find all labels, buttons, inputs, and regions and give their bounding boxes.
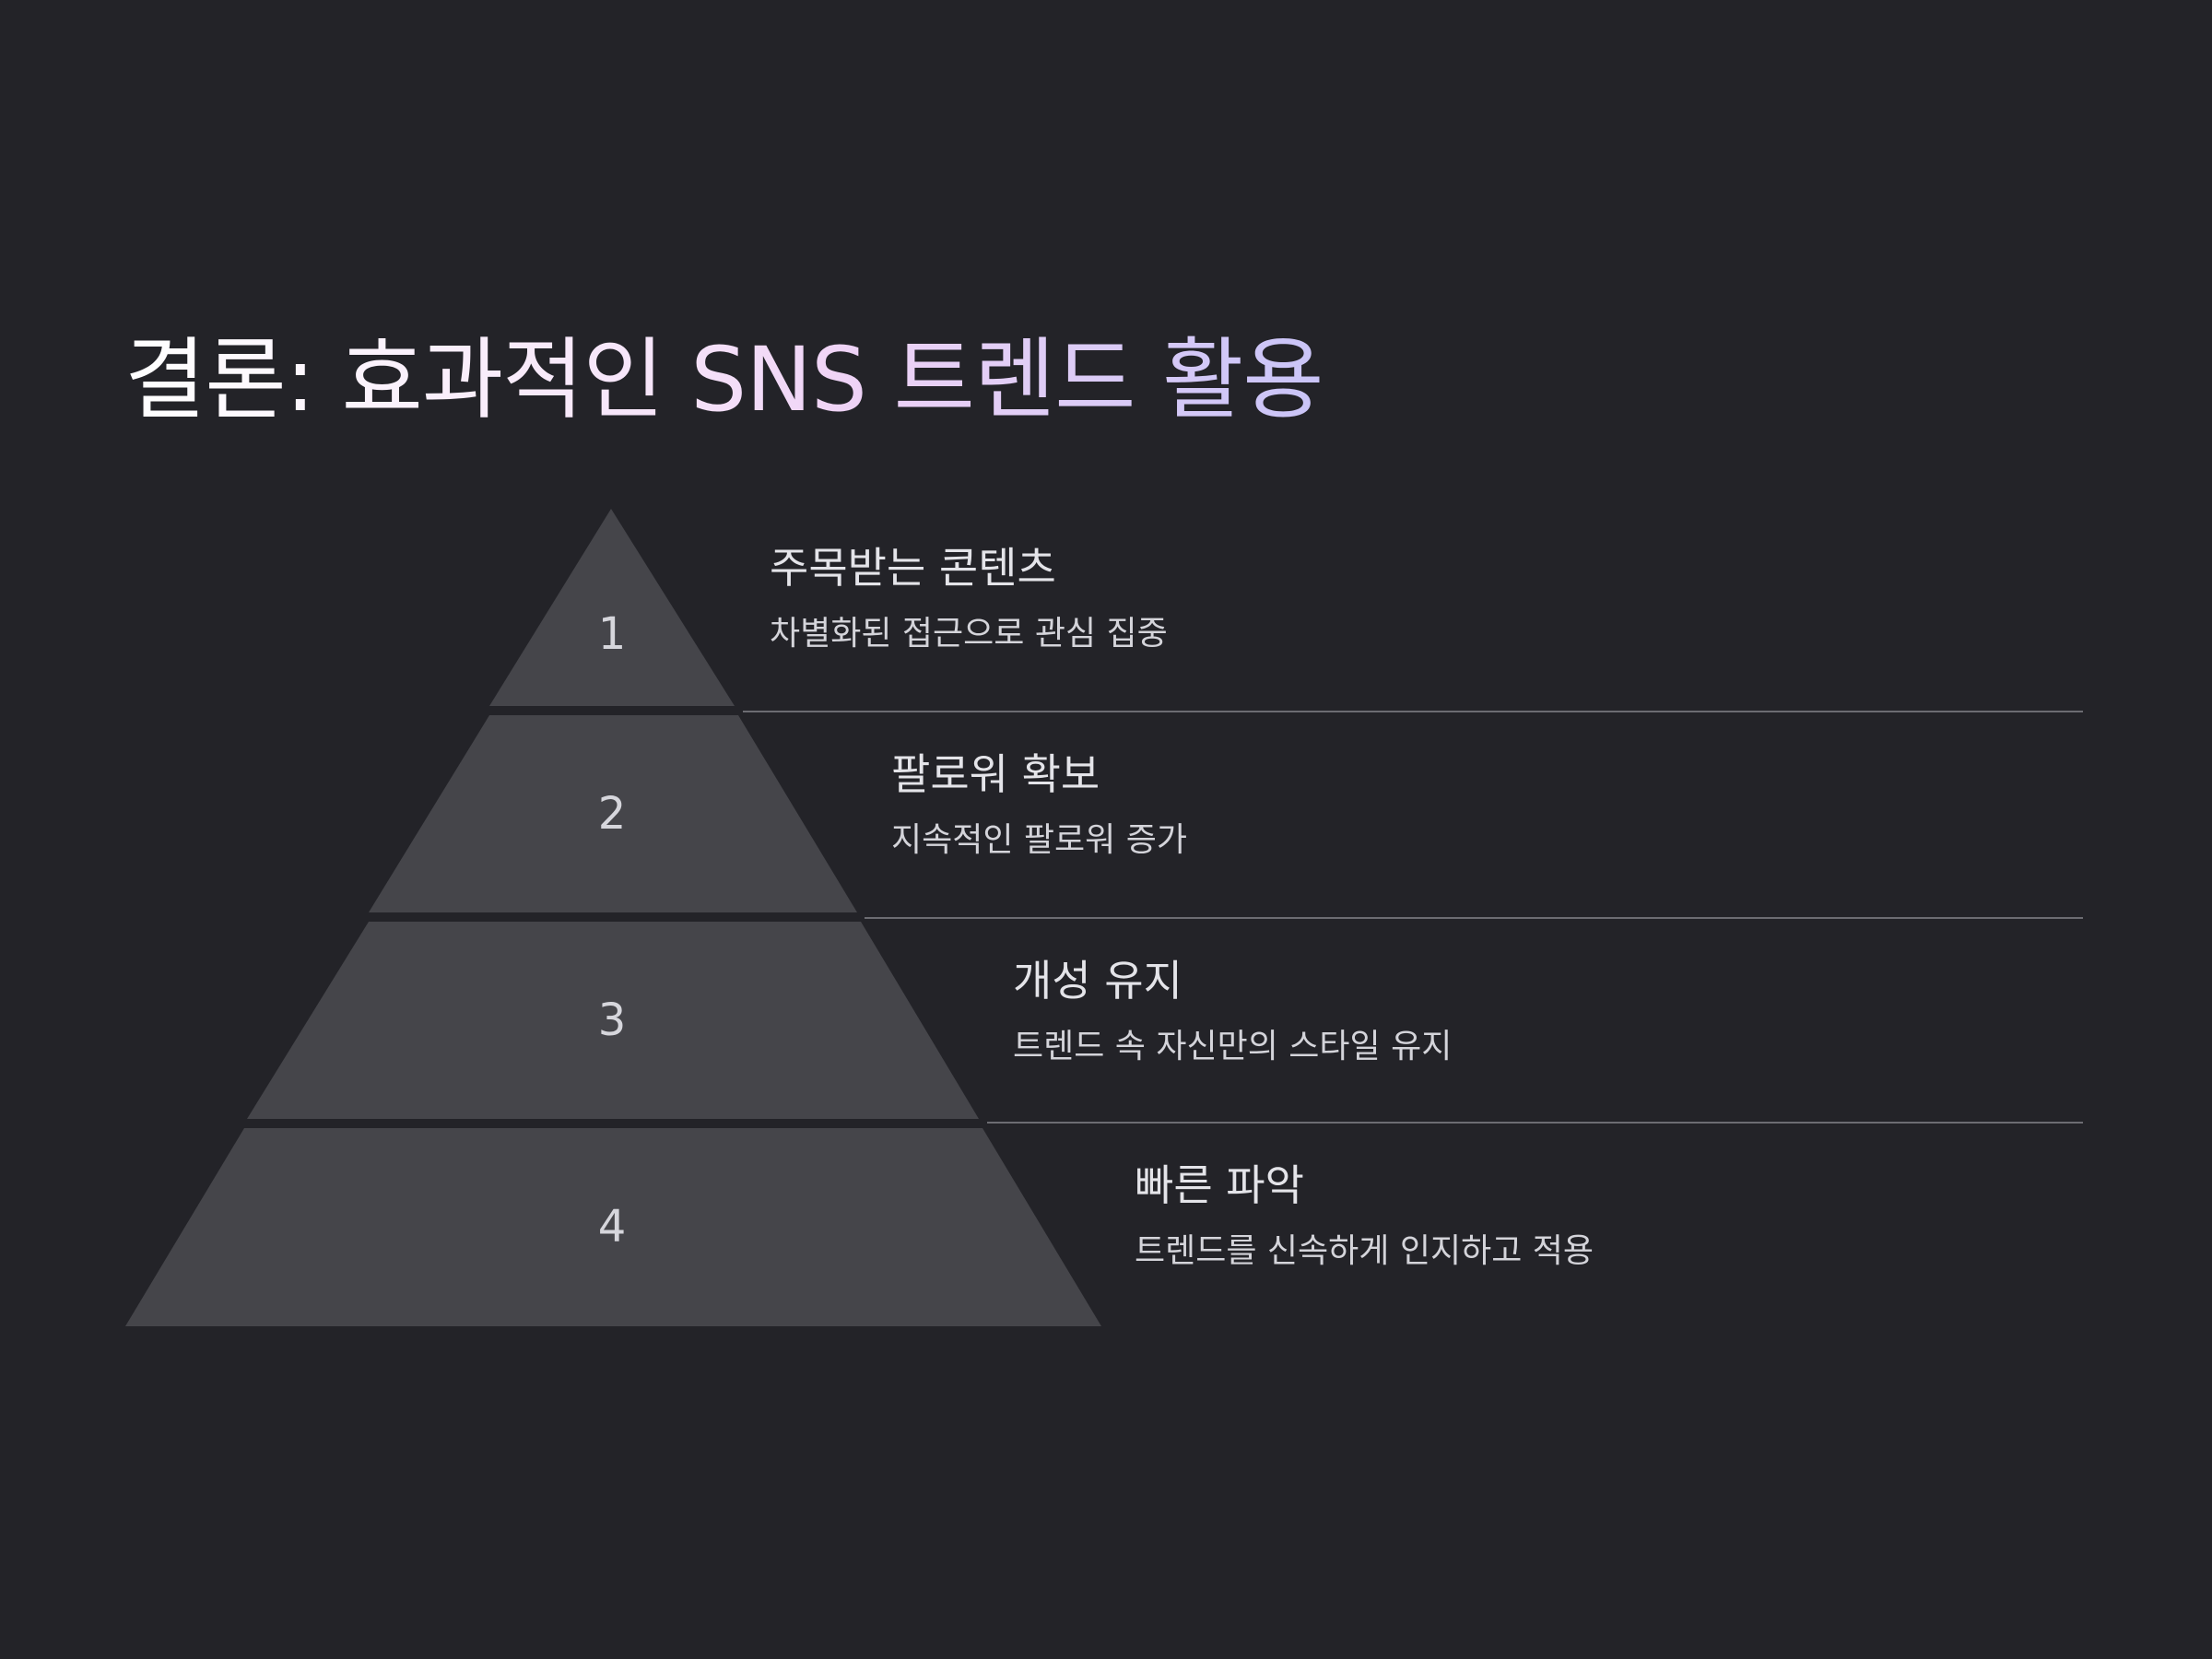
tier-3-text: 개성 유지 트렌드 속 자신만의 스타일 유지 — [1013, 953, 1452, 1069]
tier-2-heading: 팔로워 확보 — [891, 749, 1100, 799]
tier-number-2: 2 — [598, 788, 627, 840]
page-title: 결론: 효과적인 SNS 트렌드 활용 — [124, 324, 1324, 435]
tier-1-heading: 주목받는 콘텐츠 — [770, 543, 1056, 593]
tier-2-description: 지속적인 팔로워 증가 — [891, 821, 1187, 859]
pyramid-tier-2 — [369, 715, 857, 912]
tier-4-text: 빠른 파악 트렌드를 신속하게 인지하고 적용 — [1135, 1158, 1594, 1274]
tier-4-description: 트렌드를 신속하게 인지하고 적용 — [1135, 1232, 1594, 1270]
pyramid-tier-3 — [247, 922, 979, 1119]
tier-number-1: 1 — [598, 608, 627, 660]
tier-1-text: 주목받는 콘텐츠 차별화된 접근으로 관심 집중 — [770, 540, 1168, 656]
tier-3-description: 트렌드 속 자신만의 스타일 유지 — [1013, 1028, 1453, 1065]
tier-1-description: 차별화된 접근으로 관심 집중 — [770, 615, 1168, 653]
pyramid-tier-1 — [489, 509, 735, 706]
tier-3-heading: 개성 유지 — [1013, 956, 1182, 1006]
tier-4-heading: 빠른 파악 — [1135, 1160, 1304, 1210]
tier-2-text: 팔로워 확보 지속적인 팔로워 증가 — [891, 747, 1187, 863]
tier-number-3: 3 — [598, 994, 627, 1046]
tier-number-4: 4 — [598, 1201, 627, 1253]
pyramid-tier-4 — [125, 1128, 1101, 1326]
